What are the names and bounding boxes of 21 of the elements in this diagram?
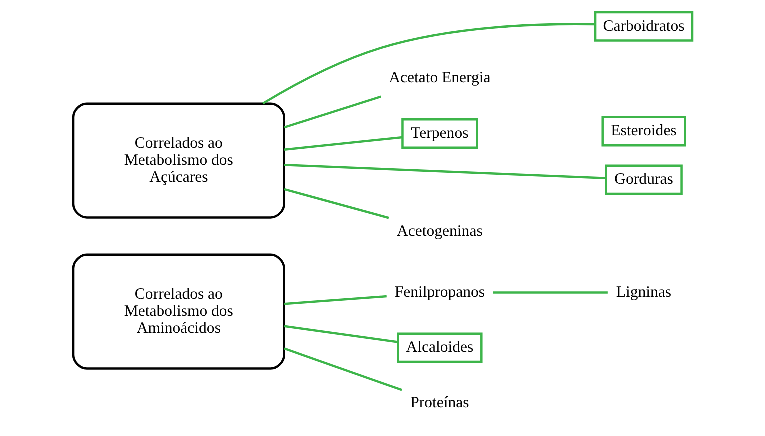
node-box: Esteroides	[601, 116, 686, 147]
connector	[284, 136, 402, 151]
connector	[284, 295, 386, 306]
node-box: Alcaloides	[396, 332, 482, 364]
node-text: Acetato Energia	[388, 70, 490, 87]
connector	[492, 292, 608, 294]
connector	[262, 23, 595, 105]
connector	[284, 188, 389, 220]
node-box: Gorduras	[604, 164, 682, 196]
node-box: Carboidratos	[594, 11, 694, 42]
connector	[284, 325, 398, 344]
connector	[284, 348, 402, 392]
node-text: Acetogeninas	[396, 222, 482, 240]
node-box: Correlados ao Metabolismo dos Aminoácidos	[72, 254, 285, 370]
connector	[284, 96, 381, 129]
node-box: Terpenos	[401, 118, 478, 149]
node-box: Correlados ao Metabolismo dos Açúcares	[72, 102, 285, 219]
node-text: Proteínas	[410, 394, 469, 412]
node-text: Fenilpropanos	[394, 284, 485, 301]
connector	[284, 164, 606, 180]
node-text: Ligninas	[616, 284, 672, 301]
